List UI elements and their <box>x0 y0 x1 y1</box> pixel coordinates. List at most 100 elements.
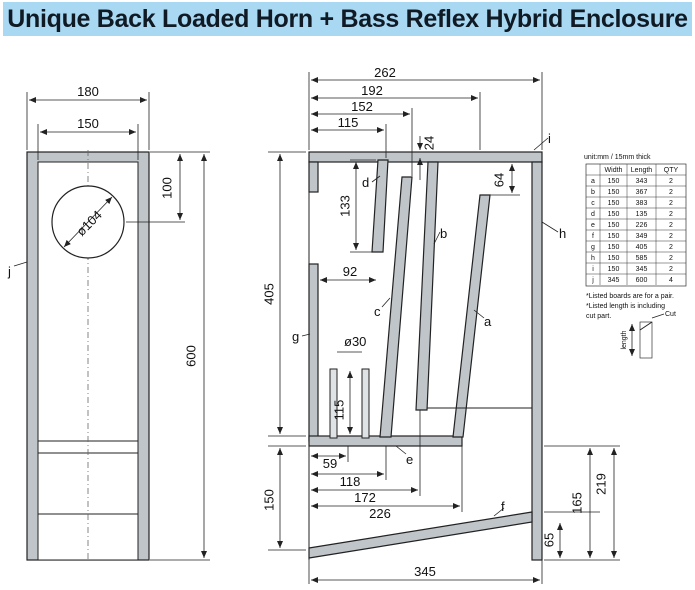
table-cell: 150 <box>608 189 620 196</box>
table-cell: 405 <box>636 244 648 251</box>
table-cell: 2 <box>669 211 673 218</box>
front-view: ø104 180 150 100 600 j <box>7 84 210 562</box>
label-c: c <box>374 304 381 319</box>
dim-192-label: 192 <box>361 83 383 98</box>
cut-detail-board <box>639 321 653 359</box>
leader-g <box>301 333 311 337</box>
dim-262-label: 262 <box>374 65 396 80</box>
table-cell: 135 <box>636 211 648 218</box>
table-cell: 150 <box>608 233 620 240</box>
panel-c <box>379 176 413 438</box>
port-tube-wall <box>361 368 370 439</box>
panel-g-top <box>308 161 319 193</box>
table-cell: 2 <box>669 222 673 229</box>
dim-outer-width-label: 180 <box>77 84 99 99</box>
label-j: j <box>7 264 11 279</box>
table-cell: a <box>591 178 595 185</box>
dim-inner-width-label: 150 <box>77 116 99 131</box>
table-cell: 150 <box>608 266 620 273</box>
dim-133-label: 133 <box>337 195 352 217</box>
dim-64-label: 64 <box>491 173 506 187</box>
table-cell: 2 <box>669 178 673 185</box>
table-cell: e <box>591 222 595 229</box>
table-cell: f <box>592 233 594 240</box>
leader-i <box>533 137 549 151</box>
leader-j <box>13 261 28 267</box>
table-cell: 150 <box>608 200 620 207</box>
panel-d <box>371 159 389 253</box>
dim-226-label: 226 <box>369 506 391 521</box>
dim-height-label: 600 <box>183 345 198 367</box>
side-view: 262 192 152 115 24 64 133 92 405 ø30 115 <box>261 65 620 584</box>
dim-24-label: 24 <box>421 136 436 150</box>
label-i: i <box>548 131 551 146</box>
table-cell: 383 <box>636 200 648 207</box>
table-cell: 226 <box>636 222 648 229</box>
dim-405-label: 405 <box>261 283 276 305</box>
leader-h <box>541 221 559 233</box>
leader-d <box>371 175 381 183</box>
table-note-2: *Listed length is including <box>586 303 665 310</box>
table-cell: 2 <box>669 255 673 262</box>
table-cell: g <box>591 244 595 251</box>
table-header-cell: Length <box>631 167 653 174</box>
label-d: d <box>362 175 369 190</box>
label-h: h <box>559 226 566 241</box>
title-banner: Unique Back Loaded Horn + Bass Reflex Hy… <box>3 2 692 36</box>
table-cell: 150 <box>608 211 620 218</box>
table-cell: 345 <box>608 277 620 284</box>
length-label: length <box>621 330 628 349</box>
dim-165-label: 165 <box>569 492 584 514</box>
dim-115b-label: 115 <box>331 400 346 421</box>
cut-line <box>639 321 653 331</box>
table-cell: c <box>591 200 595 207</box>
table-cell: h <box>591 255 595 262</box>
dim-345-label: 345 <box>414 564 436 579</box>
table-note-1: *Listed boards are for a pair. <box>586 293 674 300</box>
table-header-cell: QTY <box>664 167 679 174</box>
table-cell: 4 <box>669 277 673 284</box>
port-tube-wall <box>329 368 338 439</box>
leader-a <box>473 309 485 319</box>
dim-115-label: 115 <box>338 115 359 130</box>
leader-f <box>493 507 505 517</box>
dim-92-label: 92 <box>343 264 357 279</box>
table-frame <box>585 163 687 287</box>
table-cell: 150 <box>608 222 620 229</box>
label-f: f <box>501 499 505 514</box>
dim-hole-offset-label: 100 <box>159 177 174 199</box>
dim-65-label: 65 <box>541 533 556 547</box>
dim-150-label: 150 <box>261 489 276 511</box>
table-cell: 2 <box>669 189 673 196</box>
table-cell: 600 <box>636 277 648 284</box>
leader-e <box>395 445 407 455</box>
table-cell: 150 <box>608 244 620 251</box>
dim-59-label: 59 <box>323 456 337 471</box>
label-b: b <box>440 226 447 241</box>
hole-diameter-arrow <box>63 196 113 248</box>
table-cell: 2 <box>669 266 673 273</box>
panel-i <box>308 151 543 163</box>
cut-label: Cut <box>665 311 676 318</box>
page-title: Unique Back Loaded Horn + Bass Reflex Hy… <box>7 4 688 33</box>
label-g: g <box>292 329 299 344</box>
panel-g <box>308 263 319 442</box>
leader-c <box>381 297 391 308</box>
table-cell: b <box>591 189 595 196</box>
panel-b <box>415 161 439 411</box>
table-cell: j <box>591 277 594 284</box>
table-cell: 2 <box>669 244 673 251</box>
table-cell: 150 <box>608 255 620 262</box>
dim-118-label: 118 <box>340 474 361 489</box>
dim-219-label: 219 <box>593 473 608 495</box>
dim-172-label: 172 <box>354 490 376 505</box>
label-e: e <box>406 452 413 467</box>
leader-cut <box>651 313 665 319</box>
leader-b <box>433 231 441 245</box>
table-cell: 345 <box>636 266 648 273</box>
table-cell: 349 <box>636 233 648 240</box>
panel-h <box>531 161 543 561</box>
